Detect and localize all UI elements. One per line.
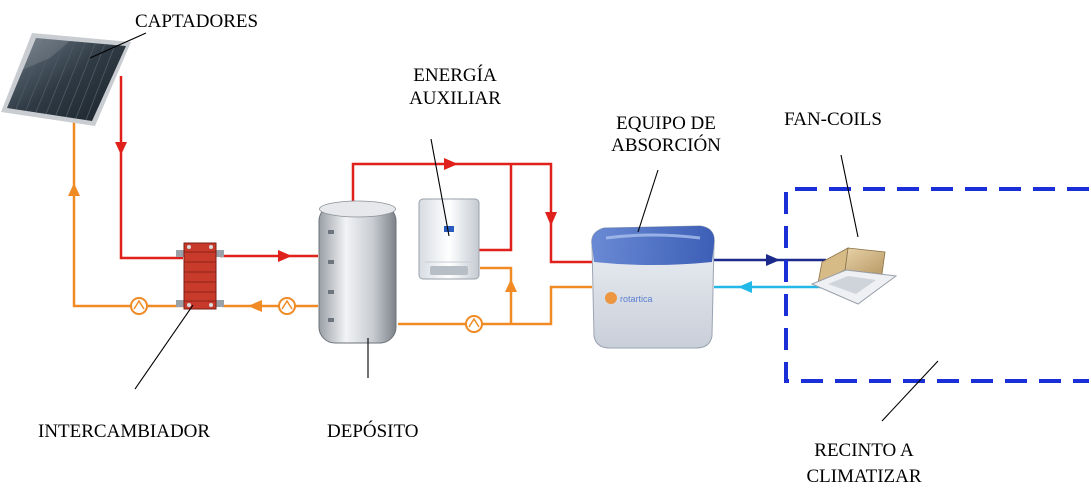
flow-arrow-up [505,279,517,292]
pump-icon [278,297,296,315]
pump-icon [465,315,483,333]
label-equipo-line1: EQUIPO DE [616,113,716,134]
plate-heat-exchanger-icon [176,242,224,310]
callout-recinto [881,360,939,422]
flow-arrow-left [248,300,262,312]
label-recinto-line1: RECINTO A [814,440,914,461]
chiller-return-pipe [398,285,592,326]
callout-fancoils [840,154,859,238]
tank-to-chiller-pipe [351,162,592,264]
callout-equipo [637,169,659,233]
label-deposito: DEPÓSITO [327,420,419,442]
label-fancoils: FAN-COILS [784,109,882,130]
callout-captadores [89,32,147,59]
collector-return-pipe [72,118,183,308]
flow-arrow-up [68,183,80,196]
pump-icon [130,297,148,315]
boiler-supply-pipe [474,164,513,252]
callout-intercambiador [134,304,194,390]
storage-tank-icon [318,200,397,344]
fan-coil-icon [810,247,898,305]
label-recinto-line2: CLIMATIZAR [806,466,921,487]
callout-energia [430,138,450,237]
flow-arrow-right [766,254,780,266]
flow-arrow-left [738,281,752,293]
auxiliary-boiler-icon [418,198,480,280]
flow-arrow-down [115,142,127,155]
label-captadores: CAPTADORES [135,11,258,32]
label-intercambiador: INTERCAMBIADOR [38,421,210,442]
label-energia-line1: ENERGÍA [413,64,497,86]
room-boundary [784,187,1089,383]
absorption-chiller-icon: rotartica [591,225,715,349]
callout-lines [89,32,939,422]
flow-arrow-down [545,212,557,226]
label-equipo-line2: ABSORCIÓN [611,134,721,156]
boiler-return-pipe [480,266,513,324]
flow-arrow-right [444,158,458,170]
chiller-brand-text: rotartica [620,294,653,304]
flow-arrow-right [278,250,292,262]
collector-supply-pipe [119,76,183,260]
label-energia-line2: AUXILIAR [409,88,501,109]
solar-collector-icon [1,33,131,126]
